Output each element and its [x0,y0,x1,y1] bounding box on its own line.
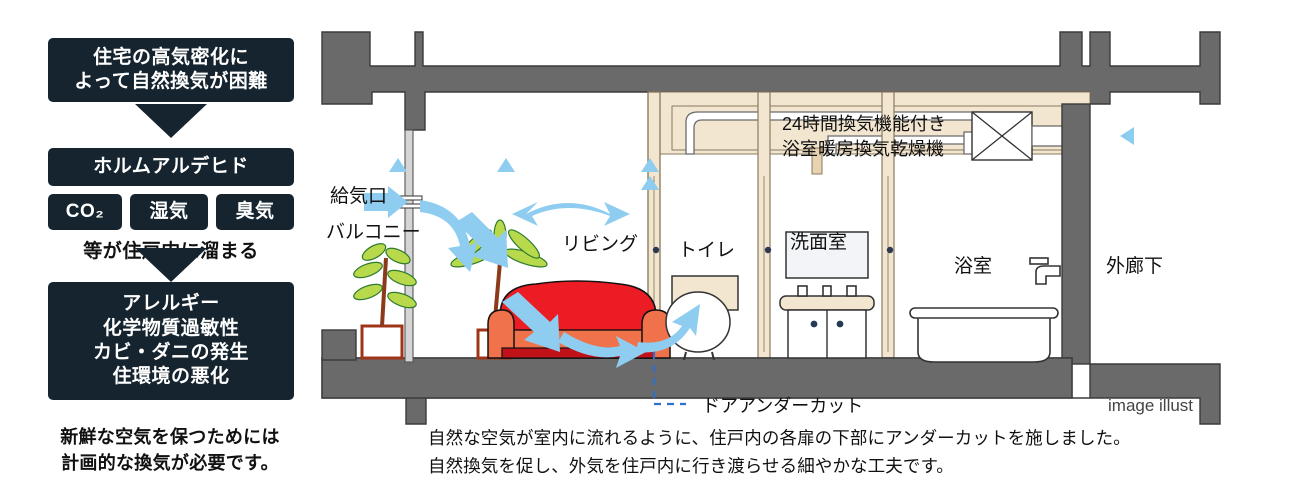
bathtub-fixture-icon [909,257,1061,363]
consequence-chemical: 化学物質過敏性 [102,317,240,339]
door-knobs [652,246,894,254]
airflow-arrows [364,158,700,368]
flow-box-formaldehyde: ホルムアルデヒド [48,148,294,186]
consequence-environment: 住環境の悪化 [112,366,230,388]
bath-faucet-icon [1029,257,1061,285]
flow-closing-line2: 計画的な換気が必要です。 [61,453,279,474]
flow-closing-line1: 新鮮な空気を保つためには [60,427,280,447]
caption-line-1: 自然な空気が室内に流れるように、住戸内の各扉の下部にアンダーカットを施しました。 [428,428,1131,448]
ventilation-ducts [685,111,1085,161]
flow-box-airtightness: 住宅の高気密化に よって自然換気が困難 [48,38,294,102]
consequence-mold-mite: カビ・ダニの発生 [92,342,249,363]
label-air-inlet: 給気口 [330,185,387,207]
label-unit-line1: 24時間換気機能付き [782,114,946,134]
consequence-allergy: アレルギー [122,293,220,315]
vanity-fixture-icon [779,231,875,359]
flow-box-airtightness-line2: よって自然換気が困難 [74,71,268,92]
label-outer-corridor: 外廊下 [1106,255,1163,277]
flow-closing-statement: 新鮮な空気を保つためには 計画的な換気が必要です。 [30,424,310,476]
flow-chip-co2: CO₂ [48,194,122,230]
floor-slab [321,357,1221,425]
diagram-caption: 自然な空気が室内に流れるように、住戸内の各扉の下部にアンダーカットを施しました。… [428,424,1208,481]
ventilation-problem-flow: 住宅の高気密化に よって自然換気が困難 ホルムアルデヒド CO₂ 湿気 臭気 等… [0,0,320,504]
flow-arrow-down-1 [135,104,207,138]
flow-box-airtightness-line1: 住宅の高気密化に [92,46,249,68]
toilet-fixture-icon [665,275,739,361]
caption-line-2: 自然換気を促し、外気を住戸内に行き渡らせる細やかな工夫です。 [428,456,954,477]
balcony-structure [321,329,357,361]
label-toilet: トイレ [678,240,735,261]
label-bathroom: 浴室 [954,255,992,277]
balcony-plant-icon [353,243,417,360]
exterior-wall-right [1061,103,1091,365]
label-washroom: 洗面室 [790,231,847,253]
label-unit-line2: 浴室暖房換気乾燥機 [782,139,944,159]
door-undercut-marker [652,352,686,406]
flow-chip-humidity: 湿気 [130,194,208,230]
flow-box-consequences: アレルギー 化学物質過敏性 カビ・ダニの発生 住環境の悪化 [48,282,294,400]
label-living: リビング [562,233,638,255]
label-balcony: バルコニー [326,222,421,243]
flow-chip-odor: 臭気 [216,194,294,230]
apartment-section-illustration: 給気口 バルコニー リビング トイレ 洗面室 浴室 外廊下 24時間換気機能付き… [320,0,1292,504]
flow-arrow-down-2 [135,248,207,282]
exhaust-arrow-outside [1120,127,1160,145]
image-credit: image illust [1108,396,1194,415]
label-door-undercut: ドアアンダーカット [702,396,863,416]
